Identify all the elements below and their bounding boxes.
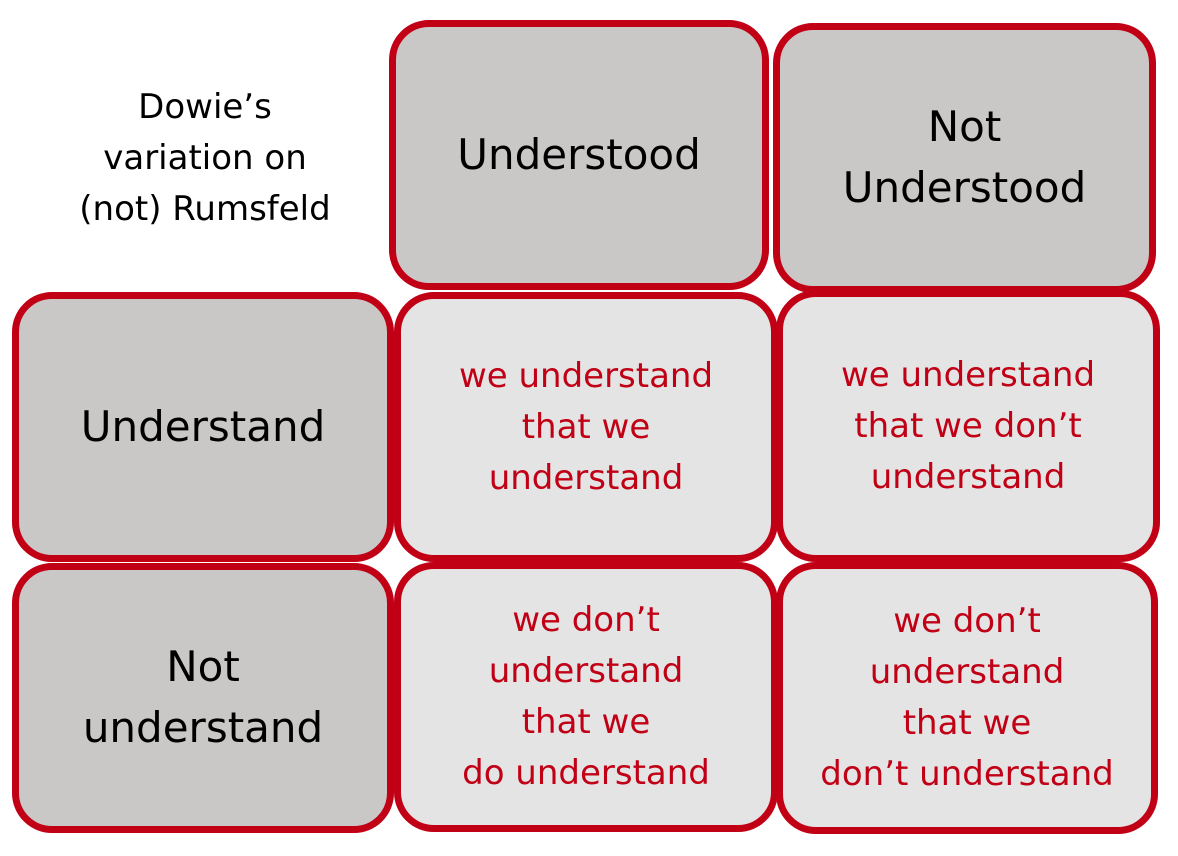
matrix-cell-text: we understand that we don’t understand [840, 354, 1096, 497]
matrix-cell-text: we understand that we understand [458, 355, 714, 498]
column-header-label: Not Understood [842, 102, 1087, 212]
row-header-not-understand: Not understand [12, 563, 394, 833]
matrix-title: Dowie’s variation on (not) Rumsfeld [79, 87, 331, 229]
matrix-cell-understand-understood: we understand that we understand [394, 292, 778, 562]
column-header-understood: Understood [389, 20, 769, 290]
matrix-cell-not-understand-understood: we don’t understand that we do understan… [394, 562, 778, 832]
row-header-label: Understand [80, 401, 326, 451]
column-header-label: Understood [457, 129, 701, 179]
row-header-label: Not understand [82, 642, 324, 752]
matrix-cell-understand-not-understood: we understand that we don’t understand [776, 290, 1160, 562]
row-header-understand: Understand [12, 292, 394, 562]
matrix-cell-text: we don’t understand that we don’t unders… [820, 601, 1114, 794]
matrix-cell-not-understand-not-understood: we don’t understand that we don’t unders… [776, 562, 1158, 834]
column-header-not-understood: Not Understood [773, 23, 1156, 293]
matrix-cell-text: we don’t understand that we do understan… [462, 600, 710, 793]
